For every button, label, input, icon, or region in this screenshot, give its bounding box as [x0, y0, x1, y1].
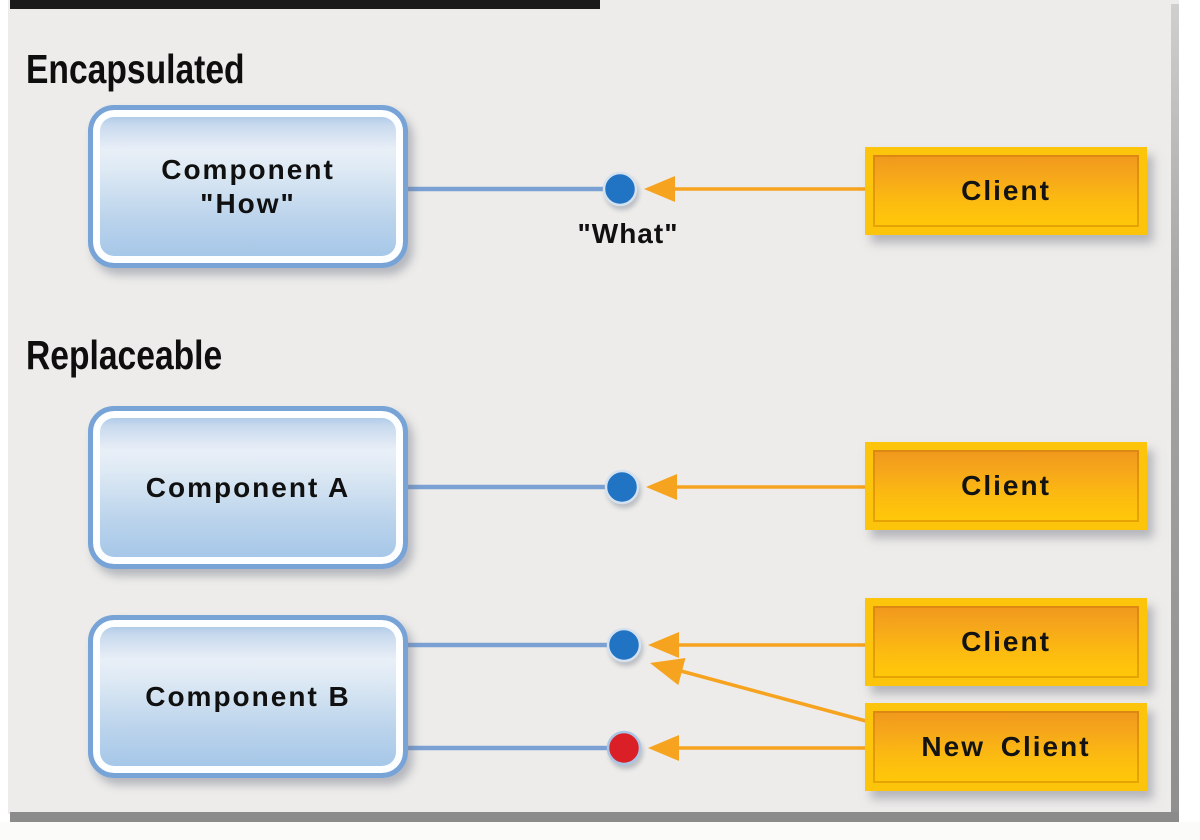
component-box-how: Component "How"	[88, 105, 408, 268]
component-how-label-line2: "How"	[200, 187, 296, 219]
client-2-label: Client	[961, 470, 1051, 501]
component-box-a: Component A	[88, 406, 408, 569]
component-box-b: Component B	[88, 615, 408, 778]
arrowhead-client1	[644, 176, 675, 202]
arrowhead-client2	[646, 474, 677, 500]
new-client-box: New Client	[865, 703, 1147, 791]
interface-lollipop-what	[602, 171, 638, 207]
arrow-line-newclient-blue-diagonal	[680, 669, 867, 723]
arrowhead-newclient-blue	[650, 658, 686, 686]
interface-lollipops	[602, 171, 642, 766]
component-how-label-line1: Component	[161, 153, 335, 185]
interface-lollipop-b-new	[606, 730, 642, 766]
arrowhead-client3	[648, 632, 679, 658]
new-client-label: New Client	[921, 731, 1091, 762]
interface-lollipop-a	[604, 469, 640, 505]
interface-lollipop-b-old	[606, 627, 642, 663]
provided-interface-lines	[404, 186, 612, 751]
interface-what-label: "What"	[577, 218, 679, 249]
component-b-label: Component B	[145, 680, 351, 712]
section-heading-encapsulated: Encapsulated	[26, 46, 245, 92]
client-3-label: Client	[961, 626, 1051, 657]
frame-right-rule	[1171, 4, 1179, 814]
frame-top-rule	[10, 0, 600, 9]
client-box-3: Client	[865, 598, 1147, 686]
arrowhead-newclient-red	[648, 735, 679, 761]
client-arrow-lines	[672, 187, 867, 750]
frame-outer-margin	[0, 822, 1200, 840]
component-a-label: Component A	[145, 471, 351, 503]
client-box-2: Client	[865, 442, 1147, 530]
frame-bottom-rule	[10, 812, 1179, 822]
client-box-1: Client	[865, 147, 1147, 235]
arrowheads	[644, 176, 686, 761]
client-1-label: Client	[961, 175, 1051, 206]
section-heading-replaceable: Replaceable	[26, 332, 223, 378]
